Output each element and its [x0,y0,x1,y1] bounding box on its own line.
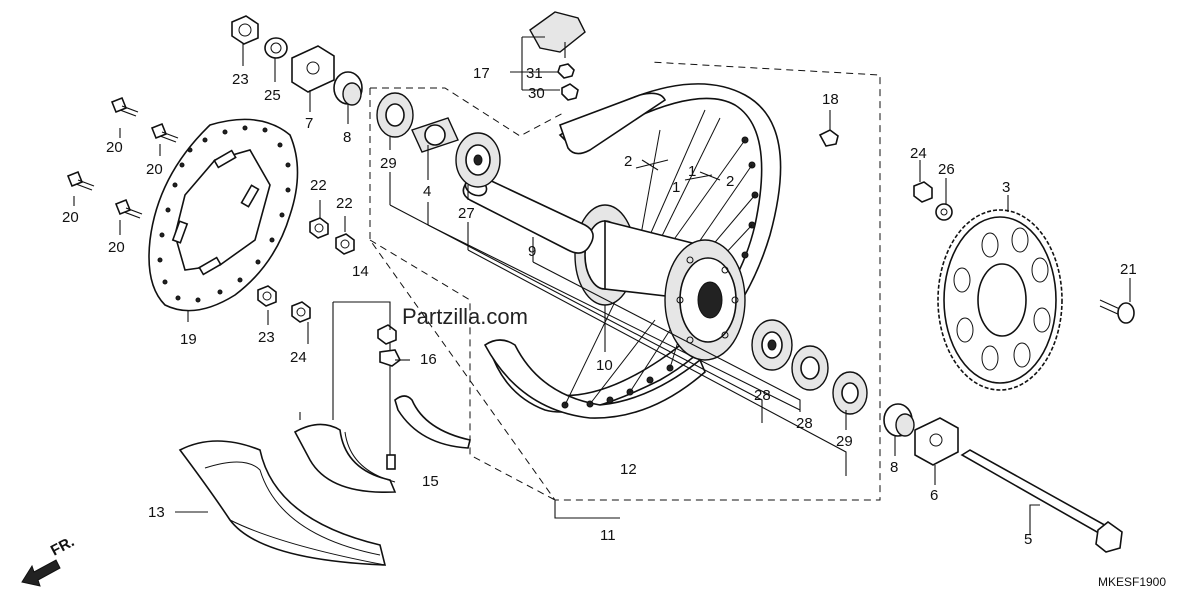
nuts-22 [257,217,355,323]
axle-hardware [883,403,1123,553]
callout-18: 18 [822,91,839,108]
assembly-outline-11 [369,61,881,501]
callout-26: 26 [938,161,955,178]
rim-band [394,395,471,449]
watermark-text: Partzilla.com [402,304,528,329]
callout-25: 25 [264,87,281,104]
callouts: 23 25 7 8 29 4 27 9 10 17 31 30 2 1 1 2 … [62,65,1137,548]
callout-8-left: 8 [343,129,351,146]
diagram-code: MKESF1900 [1098,575,1166,589]
callout-14: 14 [352,263,369,280]
callout-20-b: 20 [146,161,163,178]
callout-8-right: 8 [890,459,898,476]
callout-19: 19 [180,331,197,348]
callout-29-right: 29 [836,433,853,450]
callout-30: 30 [528,85,545,102]
sprocket-hardware [913,181,1135,324]
right-bearings [751,319,868,415]
callout-2-left: 2 [624,153,632,170]
leader-lines [73,36,1131,535]
front-direction-arrow-icon [21,559,61,587]
callout-3: 3 [1002,179,1010,196]
callout-28-b: 28 [796,415,813,432]
callout-21: 21 [1120,261,1137,278]
callout-1-upper: 1 [688,163,696,180]
callout-12: 12 [620,461,637,478]
sprocket [937,209,1063,391]
callout-22-a: 22 [310,177,327,194]
callout-4: 4 [423,183,431,200]
inner-tube [293,340,397,494]
callout-28-a: 28 [754,387,771,404]
callout-17: 17 [473,65,490,82]
callout-10: 10 [596,357,613,374]
callout-23: 23 [232,71,249,88]
rim-lock [529,11,586,101]
callout-27: 27 [458,205,475,222]
callout-22-d: 24 [290,349,307,366]
callout-2-right: 2 [726,173,734,190]
callout-24: 24 [910,145,927,162]
callout-16: 16 [420,351,437,368]
callout-11: 11 [600,527,616,544]
tire [178,440,387,566]
tube-valve-nut [377,324,402,367]
left-bearings [376,92,501,188]
callout-20-c: 20 [62,209,79,226]
rear-wheel-hub [574,204,746,361]
top-left-parts [231,15,363,106]
callout-20-a: 20 [106,139,123,156]
brake-disc [148,118,299,312]
callout-13: 13 [148,504,165,521]
callout-9: 9 [528,243,536,260]
callout-1-lower: 1 [672,179,680,196]
callout-29-left: 29 [380,155,397,172]
callout-6: 6 [930,487,938,504]
callout-5: 5 [1024,531,1032,548]
callout-7: 7 [305,115,313,132]
front-indicator-label: FR. [48,533,77,559]
disc-bolts [66,96,179,219]
callout-22-b: 22 [336,195,353,212]
callout-31: 31 [526,65,543,82]
callout-15: 15 [422,473,439,490]
callout-22-c: 23 [258,329,275,346]
valve-cap [818,129,839,147]
callout-20-d: 20 [108,239,125,256]
